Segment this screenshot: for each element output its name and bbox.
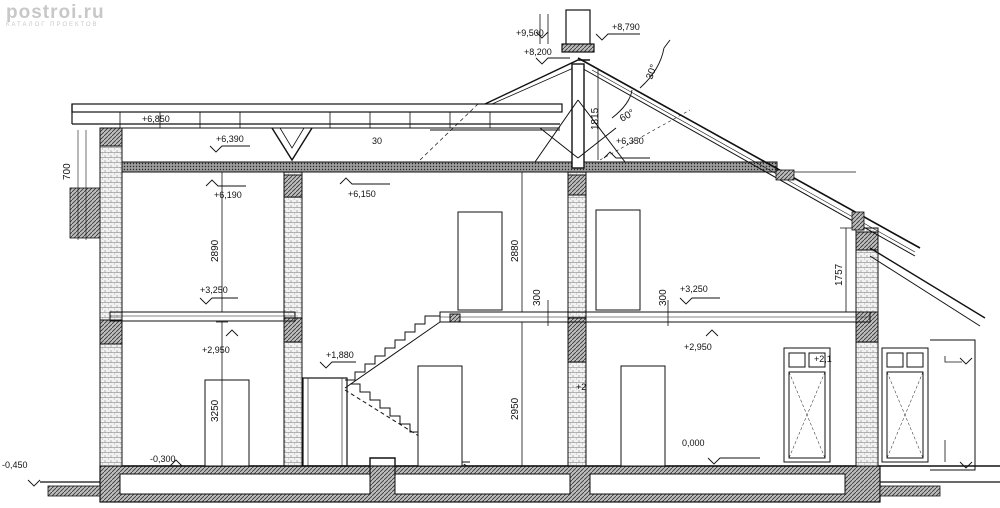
elev-6150: +6,150 bbox=[348, 189, 376, 199]
dim-300-right: 300 bbox=[658, 289, 669, 306]
dim-3250: 3250 bbox=[210, 399, 221, 422]
elev-2950-left: +2,950 bbox=[202, 345, 230, 355]
roof-angle-arcs bbox=[611, 39, 671, 119]
second-floor-slab bbox=[109, 311, 871, 323]
left-exterior-wall bbox=[69, 127, 123, 467]
attic-floor-slab bbox=[121, 161, 856, 173]
elev-6850: +6,850 bbox=[142, 114, 170, 124]
window-right-2 bbox=[881, 347, 929, 463]
angle-30: 30° bbox=[644, 63, 660, 81]
elev-9500: +9,500 bbox=[516, 28, 544, 38]
elev-6190: +6,190 bbox=[214, 190, 242, 200]
elevation-labels: +9,500 +8,790 +8,200 +6,850 +6,390 +6,35… bbox=[2, 22, 832, 470]
level-markers bbox=[27, 31, 973, 487]
doors bbox=[204, 209, 666, 467]
stairs-upper bbox=[344, 315, 441, 389]
elev-1880: +1,880 bbox=[326, 350, 354, 360]
dimension-lines bbox=[216, 14, 852, 467]
elev-window-mid: +2 bbox=[576, 382, 586, 392]
dim-30: 30 bbox=[372, 136, 382, 146]
foundation bbox=[40, 465, 1000, 503]
elev-6350: +6,350 bbox=[616, 136, 644, 146]
window-right-1 bbox=[783, 347, 831, 463]
door-lower-right bbox=[620, 365, 666, 467]
dim-2890: 2890 bbox=[210, 239, 221, 262]
inner-column-center bbox=[567, 169, 587, 467]
elev-minus-0450: -0,450 bbox=[2, 460, 28, 470]
dim-1815: 1815 bbox=[590, 107, 601, 130]
dim-2950: 2950 bbox=[510, 397, 521, 420]
elev-minus-0300: -0,300 bbox=[150, 454, 176, 464]
elev-window-top: +2,1 bbox=[814, 354, 832, 364]
door-lower-middle bbox=[417, 365, 463, 467]
elev-6390: +6,390 bbox=[216, 134, 244, 144]
extension-structure bbox=[878, 339, 1000, 471]
elev-8200: +8,200 bbox=[524, 47, 552, 57]
door-lower-left bbox=[204, 379, 250, 467]
stair-railing bbox=[302, 377, 348, 467]
elev-3250-right: +3,250 bbox=[680, 284, 708, 294]
dim-300-mid: 300 bbox=[532, 289, 543, 306]
right-exterior-wall bbox=[855, 227, 879, 467]
door-upper-middle bbox=[457, 211, 503, 311]
dim-700: 700 bbox=[62, 163, 73, 180]
elev-3250-left: +3,250 bbox=[200, 285, 228, 295]
watermark: postroi.ru КАТАЛОГ ПРОЕКТОВ bbox=[6, 2, 105, 28]
chimney bbox=[561, 9, 595, 53]
watermark-subtitle: КАТАЛОГ ПРОЕКТОВ bbox=[6, 22, 99, 28]
elev-2950-right: +2,950 bbox=[684, 342, 712, 352]
elev-8790: +8,790 bbox=[612, 22, 640, 32]
door-upper-right bbox=[595, 209, 641, 311]
dim-1757: 1757 bbox=[834, 263, 845, 286]
elev-0000: 0,000 bbox=[682, 438, 705, 448]
dim-2880: 2880 bbox=[510, 239, 521, 262]
roof-structure bbox=[71, 57, 986, 327]
watermark-logo: postroi.ru bbox=[6, 2, 105, 23]
inner-column-left bbox=[283, 169, 303, 467]
